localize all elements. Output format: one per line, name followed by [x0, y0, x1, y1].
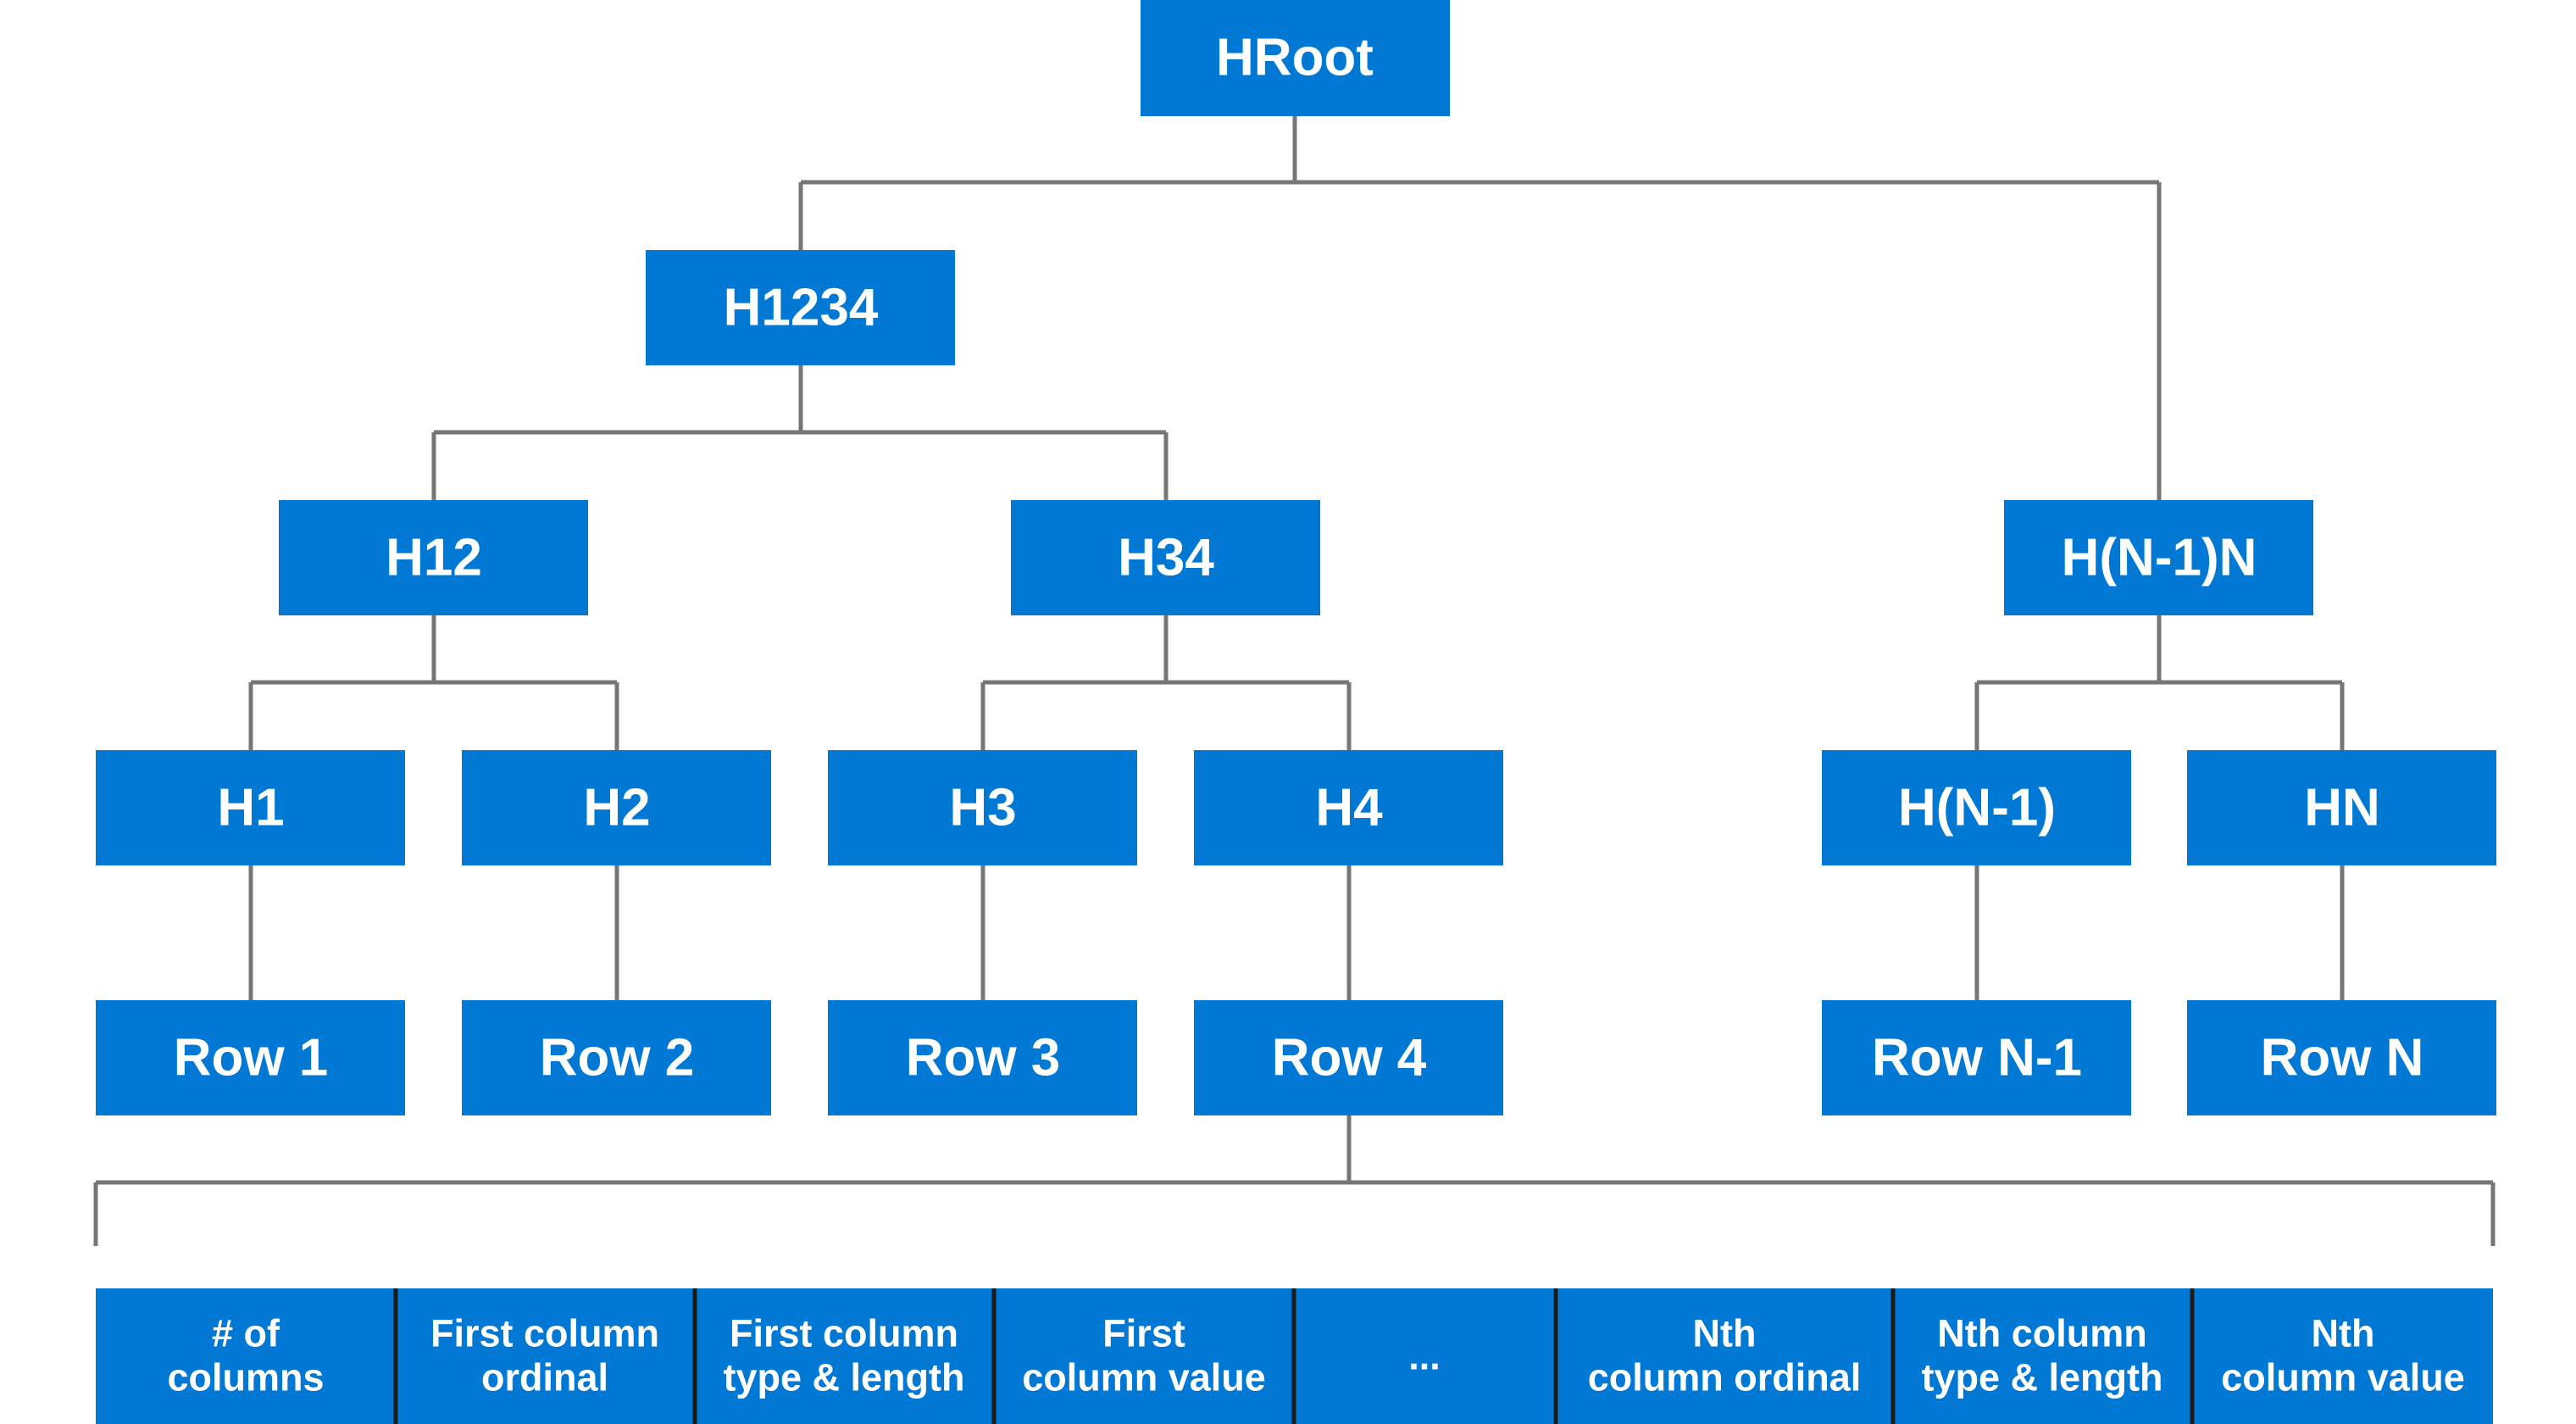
- row-layout-cell-first-ordinal: First column ordinal: [430, 1312, 659, 1399]
- node-row-4: Row 4: [1194, 1000, 1503, 1115]
- svg-text:type & length: type & length: [723, 1356, 964, 1399]
- svg-text:ordinal: ordinal: [481, 1356, 608, 1399]
- edge-hn-1n: [1974, 615, 2345, 750]
- edge-h1234: [431, 365, 1169, 500]
- svg-text:Nth: Nth: [2312, 1312, 2375, 1355]
- node-h3: H3: [828, 750, 1137, 865]
- svg-text:Row N-1: Row N-1: [1872, 1029, 2082, 1087]
- node-h34: H34: [1011, 500, 1320, 615]
- svg-text:H34: H34: [1118, 529, 1214, 587]
- svg-text:H12: H12: [386, 529, 482, 587]
- row-layout-cell-nth-value: Nth column value: [2221, 1312, 2465, 1399]
- svg-text:First column: First column: [730, 1312, 958, 1355]
- row-layout-cell-first-value: First column value: [1022, 1312, 1266, 1399]
- svg-text:type & length: type & length: [1921, 1356, 2162, 1399]
- row-layout-strip: # of columns First column ordinal First …: [96, 1288, 2493, 1424]
- node-row-2: Row 2: [462, 1000, 771, 1115]
- node-row-1: Row 1: [96, 1000, 405, 1115]
- svg-text:columns: columns: [167, 1356, 324, 1399]
- svg-text:Nth column: Nth column: [1937, 1312, 2146, 1355]
- svg-text:First: First: [1102, 1312, 1185, 1355]
- svg-text:Nth: Nth: [1693, 1312, 1757, 1355]
- edge-hroot: [798, 116, 2162, 500]
- svg-text:H(N-1)N: H(N-1)N: [2062, 529, 2257, 587]
- node-hn: HN: [2187, 750, 2496, 865]
- row-layout-cell-nth-type-length: Nth column type & length: [1921, 1312, 2162, 1399]
- node-h2: H2: [462, 750, 771, 865]
- node-hn-1n: H(N-1)N: [2004, 500, 2313, 615]
- node-row-3: Row 3: [828, 1000, 1137, 1115]
- row-layout-cell-column-count: # of columns: [167, 1312, 324, 1399]
- svg-text:H(N-1): H(N-1): [1898, 779, 2056, 837]
- row-layout-dividers: [393, 1288, 2195, 1424]
- svg-text:# of: # of: [212, 1312, 280, 1355]
- tree-connectors: [93, 116, 2496, 1246]
- svg-text:column value: column value: [1022, 1356, 1266, 1399]
- node-row-n-1: Row N-1: [1822, 1000, 2131, 1115]
- svg-text:Row 2: Row 2: [540, 1029, 695, 1087]
- edge-h12: [248, 615, 619, 750]
- svg-text:column value: column value: [2221, 1356, 2465, 1399]
- svg-text:H3: H3: [949, 779, 1016, 837]
- svg-text:HN: HN: [2304, 779, 2380, 837]
- node-h12: H12: [279, 500, 588, 615]
- svg-text:Row 4: Row 4: [1272, 1029, 1427, 1087]
- edge-h34: [980, 615, 1352, 750]
- row-layout-cell-nth-ordinal: Nth column ordinal: [1588, 1312, 1862, 1399]
- svg-text:HRoot: HRoot: [1216, 29, 1374, 87]
- svg-text:Row N: Row N: [2261, 1029, 2424, 1087]
- node-h1234: H1234: [646, 250, 955, 365]
- svg-text:First column: First column: [430, 1312, 659, 1355]
- node-h4: H4: [1194, 750, 1503, 865]
- svg-text:H2: H2: [583, 779, 650, 837]
- svg-text:H4: H4: [1315, 779, 1383, 837]
- node-hroot: HRoot: [1141, 0, 1450, 116]
- svg-text:...: ...: [1408, 1335, 1441, 1378]
- node-h1: H1: [96, 750, 405, 865]
- svg-text:H1234: H1234: [724, 279, 879, 337]
- svg-text:Row 3: Row 3: [906, 1029, 1061, 1087]
- row4-expansion-bracket: [93, 1115, 2496, 1246]
- row-layout-cell-first-type-length: First column type & length: [723, 1312, 964, 1399]
- row-layout-cell-ellipsis: ...: [1408, 1335, 1441, 1378]
- node-row-n: Row N: [2187, 1000, 2496, 1115]
- svg-text:Row 1: Row 1: [174, 1029, 329, 1087]
- svg-text:H1: H1: [217, 779, 284, 837]
- node-hn-1: H(N-1): [1822, 750, 2131, 865]
- svg-text:column ordinal: column ordinal: [1588, 1356, 1862, 1399]
